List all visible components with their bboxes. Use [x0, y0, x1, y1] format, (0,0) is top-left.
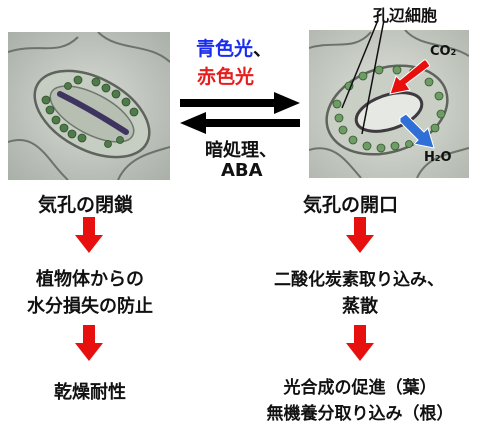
right-flow-arrow-2	[346, 325, 374, 361]
blue-light-label: 青色光	[196, 38, 254, 60]
co2-uptake-transpiration-line2: 蒸散	[342, 296, 378, 317]
water-loss-prevention-line1: 植物体からの	[36, 269, 144, 290]
nutrient-uptake-label: 無機養分取り込み（根）	[266, 404, 454, 424]
closing-arrow	[180, 112, 300, 134]
closed-stoma-photo	[8, 32, 170, 180]
co2-label: CO2	[430, 44, 457, 59]
guard-cell-label: 孔辺細胞	[373, 6, 438, 25]
h2o-label: H2O	[424, 150, 452, 165]
co2-uptake-transpiration-line1: 二酸化炭素取り込み、	[274, 270, 444, 290]
right-flow-arrow-1	[346, 217, 374, 253]
dark-treatment-label: 暗処理、	[205, 140, 277, 161]
red-light-label: 赤色光	[197, 66, 255, 88]
opening-signal-line1: 青色光、	[196, 38, 273, 60]
photosynthesis-promotion-label: 光合成の促進（葉）	[283, 378, 437, 398]
water-loss-prevention-line2: 水分損失の防止	[27, 296, 153, 317]
opening-arrow	[180, 92, 300, 114]
h2o-arrow	[399, 113, 435, 149]
left-flow-arrow-2	[75, 325, 103, 361]
drought-tolerance-label: 乾燥耐性	[54, 382, 126, 403]
stomatal-opening-label: 気孔の開口	[303, 194, 399, 216]
co2-arrow	[389, 59, 430, 95]
aba-label: ABA	[221, 160, 263, 181]
open-stoma-photo	[309, 30, 469, 178]
left-flow-arrow-1	[75, 217, 103, 253]
stomatal-closure-label: 気孔の閉鎖	[38, 194, 134, 216]
